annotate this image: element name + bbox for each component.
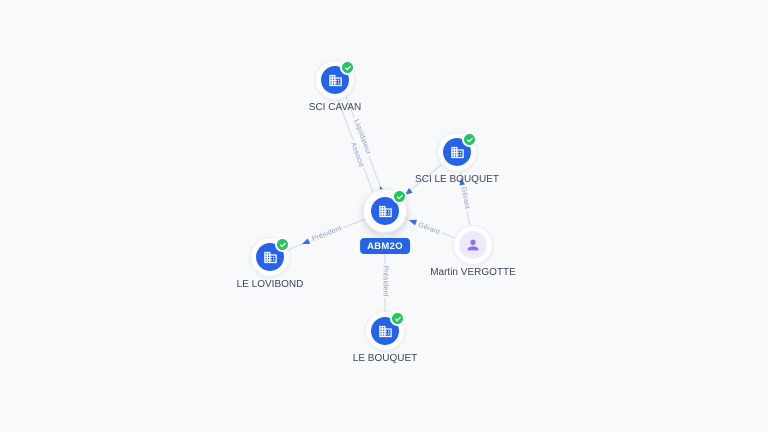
node-label: Martin VERGOTTE — [430, 267, 516, 278]
verified-check-icon — [390, 311, 405, 326]
arrow-icon — [405, 187, 413, 195]
verified-check-icon — [340, 60, 355, 75]
verified-check-icon — [392, 189, 407, 204]
node-label: LE BOUQUET — [352, 353, 418, 364]
person-icon — [459, 231, 487, 259]
arrow-icon — [409, 219, 418, 226]
edge-label-president-le-bouquet: Président — [381, 263, 389, 299]
verified-check-icon — [275, 237, 290, 252]
center-node-badge: ABM2O — [360, 238, 410, 254]
arrow-icon — [302, 238, 311, 244]
arrow-icon — [459, 178, 466, 186]
node-label: LE LOVIBOND — [236, 279, 304, 290]
pin-tail — [378, 231, 392, 240]
node-label: SCI LE BOUQUET — [415, 174, 499, 185]
verified-check-icon — [462, 132, 477, 147]
node-label: SCI CAVAN — [308, 102, 362, 113]
company-building-icon — [256, 243, 284, 271]
